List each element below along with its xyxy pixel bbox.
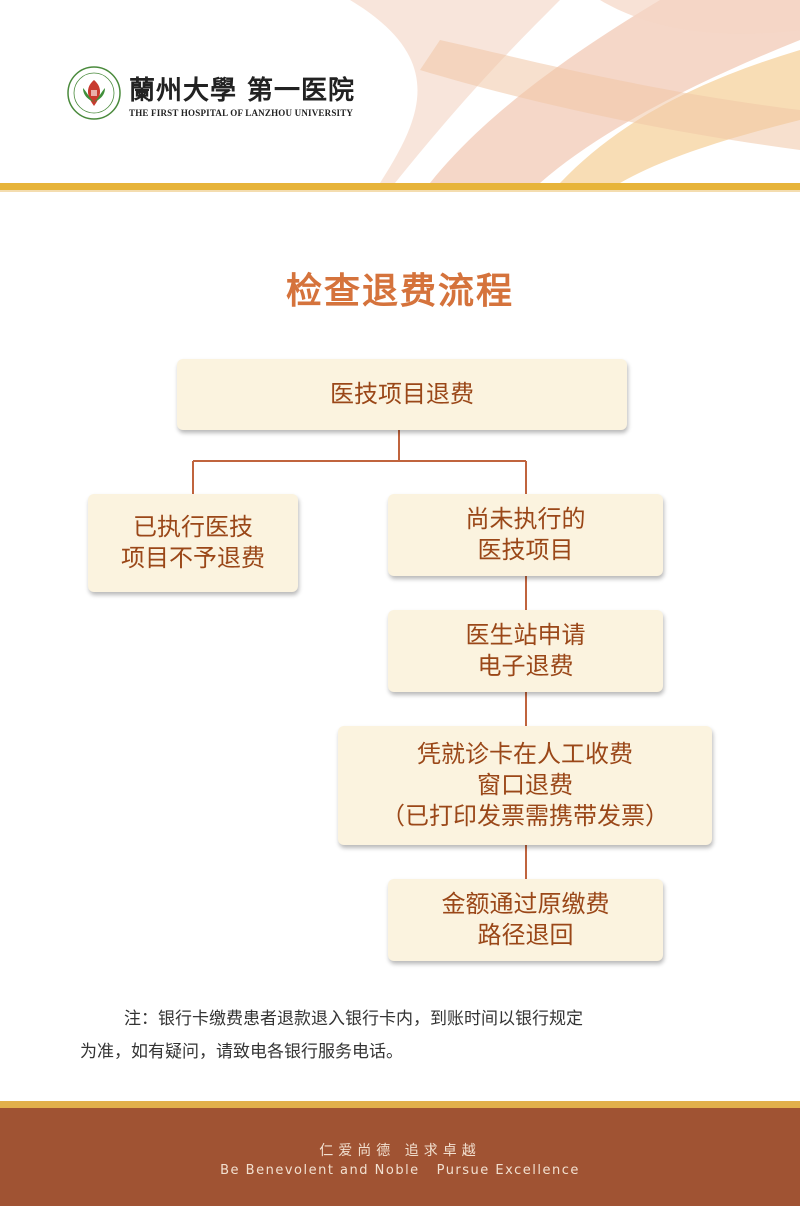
- flow-step1-line-2: 电子退费: [477, 652, 574, 680]
- note-line-2: 为准，如有疑问，请致电各银行服务电话。: [80, 1042, 403, 1062]
- footer-slogan-en: Be Benevolent and Noble Pursue Excellenc…: [220, 1163, 580, 1178]
- flow-right-line-1: 尚未执行的: [465, 505, 586, 533]
- hospital-name-en: THE FIRST HOSPITAL OF LANZHOU UNIVERSITY: [129, 108, 354, 118]
- footer: [0, 1108, 800, 1206]
- flow-root-text: 医技项目退费: [330, 380, 474, 408]
- flow-step2-line-2: 窗口退费: [477, 771, 573, 799]
- header-gold-band: [0, 183, 800, 190]
- header: 蘭州大學 第一医院 THE FIRST HOSPITAL OF LANZHOU …: [0, 0, 800, 183]
- flow-step1-box: 医生站申请 电子退费: [388, 610, 663, 692]
- flow-left-line-2: 项目不予退费: [121, 544, 265, 572]
- flow-root-box: 医技项目退费: [177, 359, 627, 430]
- flow-right-box: 尚未执行的 医技项目: [388, 494, 663, 576]
- header-gold-band-light: [0, 190, 800, 192]
- footer-gold-band: [0, 1101, 800, 1108]
- page-title: 检查退费流程: [285, 271, 514, 312]
- flow-step3-box: 金额通过原缴费 路径退回: [388, 879, 663, 961]
- flow-step2-line-1: 凭就诊卡在人工收费: [417, 740, 633, 768]
- hospital-logo-icon: [67, 66, 121, 120]
- flow-right-line-2: 医技项目: [477, 536, 574, 564]
- flow-step3-line-1: 金额通过原缴费: [441, 890, 610, 918]
- note-line-1: 注：银行卡缴费患者退款退入银行卡内，到账时间以银行规定: [124, 1009, 583, 1029]
- flow-step1-line-1: 医生站申请: [465, 621, 586, 649]
- flow-left-box: 已执行医技 项目不予退费: [88, 494, 298, 592]
- header-decoration: [350, 0, 800, 183]
- refund-note: 注：银行卡缴费患者退款退入银行卡内，到账时间以银行规定 为准，如有疑问，请致电各…: [80, 1003, 720, 1069]
- flow-step2-box: 凭就诊卡在人工收费 窗口退费 （已打印发票需携带发票）: [338, 726, 712, 845]
- footer-slogan-cn: 仁爱尚德 追求卓越: [319, 1143, 481, 1159]
- flow-step2-line-3: （已打印发票需携带发票）: [381, 802, 669, 830]
- hospital-name: 蘭州大學 第一医院: [129, 76, 356, 106]
- flow-step3-line-2: 路径退回: [477, 921, 574, 949]
- flow-left-line-1: 已执行医技: [133, 513, 253, 541]
